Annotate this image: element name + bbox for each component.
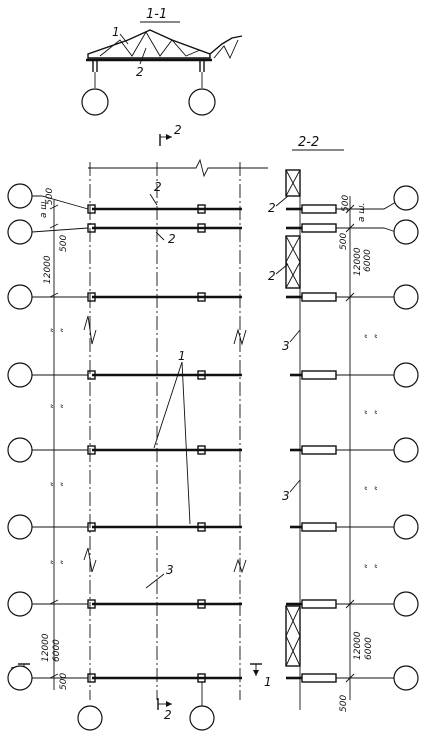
dim-axis-step: a ш. [357,203,367,222]
dim-500: 500 [59,235,69,252]
label-2: 2 [136,65,144,79]
dim-500: 500 [341,195,351,212]
dim-12000: 12000 [353,247,363,276]
dim-500: 500 [59,673,69,690]
section-2-2-title: 2-2 [298,135,319,150]
ditto-mark: „ [55,481,65,486]
ditto-mark: „ [359,485,369,490]
label-3: 3 [282,339,290,353]
label-2: 2 [268,201,276,215]
label-1: 1 [178,349,186,363]
axis-bubble [7,183,33,209]
left-axis-leaders [31,195,89,679]
right-axis-leaders [336,201,397,679]
section-1-1: 1-1 1 2 [81,7,243,116]
dim-axis-step: a ш. [39,199,49,218]
truss-block [285,605,301,667]
axis-bubble [7,665,33,691]
axis-bubble [81,88,109,116]
right-axis-bubbles [393,185,419,691]
plan-view: 2 [7,123,272,731]
adjacent-truss [209,35,243,55]
break-mark [83,547,97,573]
axis-bubble [7,284,33,310]
section-2-2: 2-2 [268,135,419,712]
dim-12000: 12000 [353,631,363,660]
dim-500: 500 [339,233,349,250]
beam-rows [92,207,242,680]
label-2: 2 [268,269,276,283]
truss-block [285,169,301,197]
axis-bubble [7,591,33,617]
dim-6000: 6000 [363,249,373,272]
dim-6000: 6000 [364,637,374,660]
column-caps [87,204,206,683]
axis-bubble [7,437,33,463]
axis-bubble [77,705,103,731]
dim-500: 500 [45,188,55,205]
section-beams [286,204,337,683]
cut-label-1-right: 1 [264,675,272,689]
dim-12000: 12000 [43,255,53,284]
axis-bubble [393,362,419,388]
axis-bubble [188,88,216,116]
axis-bubble [7,219,33,245]
label-3: 3 [166,563,174,577]
break-mark [83,315,97,345]
axis-bubble [393,665,419,691]
ditto-mark: „ [359,563,369,568]
roof-truss [87,29,211,59]
axis-bubble [393,591,419,617]
axis-bubble [393,514,419,540]
ditto-mark: „ [45,403,55,408]
axis-bubble [7,362,33,388]
break-mark [233,558,247,574]
ditto-mark: „ [369,409,379,414]
axis-bubble [189,705,215,731]
ditto-mark: „ [369,485,379,490]
ditto-mark: „ [45,481,55,486]
label-3: 3 [282,489,290,503]
ditto-mark: „ [55,403,65,408]
ditto-mark: „ [359,333,369,338]
ditto-mark: „ [359,409,369,414]
truss-block [285,235,301,289]
break-mark [233,328,247,346]
cut-label-2-bottom: 2 [164,708,172,722]
label-2: 2 [168,232,176,246]
ditto-mark: „ [55,559,65,564]
dim-500: 500 [339,695,349,712]
cut-label-2-top: 2 [174,123,182,137]
axis-bubble [393,185,419,211]
axis-bubble [393,219,419,245]
label-2: 2 [154,180,162,194]
section-1-1-title: 1-1 [146,7,167,22]
ditto-mark: „ [55,327,65,332]
axis-bubble [7,514,33,540]
ditto-mark: „ [45,559,55,564]
label-1: 1 [112,25,120,39]
dim-6000: 6000 [52,639,62,662]
left-axis-bubbles [7,183,33,691]
ditto-mark: „ [369,563,379,568]
ditto-mark: „ [369,333,379,338]
dim-12000: 12000 [41,633,51,662]
plan-top-break-line [88,158,268,178]
axis-bubble [393,284,419,310]
axis-bubble [393,437,419,463]
ditto-mark: „ [45,327,55,332]
